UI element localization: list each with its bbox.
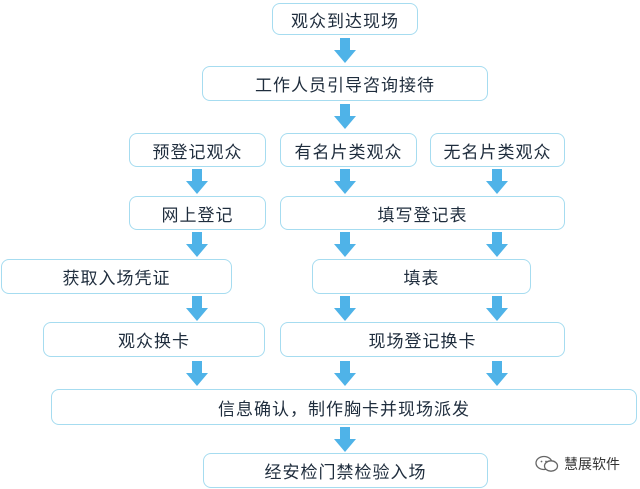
node-staff-reception: 工作人员引导咨询接待 <box>202 66 488 101</box>
arrow-down-icon <box>486 169 508 195</box>
arrow-down-icon <box>334 427 356 453</box>
arrow-down-icon <box>486 361 508 387</box>
arrow-down-icon <box>334 232 356 258</box>
watermark-text: 慧展软件 <box>564 457 620 473</box>
node-onsite-card-exchange: 现场登记换卡 <box>280 322 565 357</box>
arrow-down-icon <box>186 361 208 387</box>
node-security-check-entry: 经安检门禁检验入场 <box>203 453 488 488</box>
watermark: 慧展软件 <box>535 454 620 474</box>
arrow-down-icon <box>186 232 208 258</box>
arrow-down-icon <box>186 296 208 322</box>
node-get-entry-voucher: 获取入场凭证 <box>1 259 232 294</box>
arrow-down-icon <box>334 169 356 195</box>
node-confirm-and-issue-badge: 信息确认，制作胸卡并现场派发 <box>51 389 637 425</box>
node-arrive: 观众到达现场 <box>272 3 418 35</box>
arrow-down-icon <box>334 104 356 130</box>
node-preregistered: 预登记观众 <box>129 133 266 167</box>
node-without-business-card: 无名片类观众 <box>430 133 565 167</box>
node-online-registration: 网上登记 <box>129 196 266 230</box>
arrow-down-icon <box>334 361 356 387</box>
node-fill-registration-form: 填写登记表 <box>280 196 565 230</box>
arrow-down-icon <box>186 169 208 195</box>
node-visitor-card-exchange: 观众换卡 <box>43 322 265 357</box>
arrow-down-icon <box>486 232 508 258</box>
arrow-down-icon <box>334 296 356 322</box>
arrow-down-icon <box>334 38 356 64</box>
arrow-down-icon <box>486 296 508 322</box>
wechat-icon <box>535 455 559 472</box>
node-with-business-card: 有名片类观众 <box>280 133 417 167</box>
node-fill-table: 填表 <box>312 259 531 294</box>
